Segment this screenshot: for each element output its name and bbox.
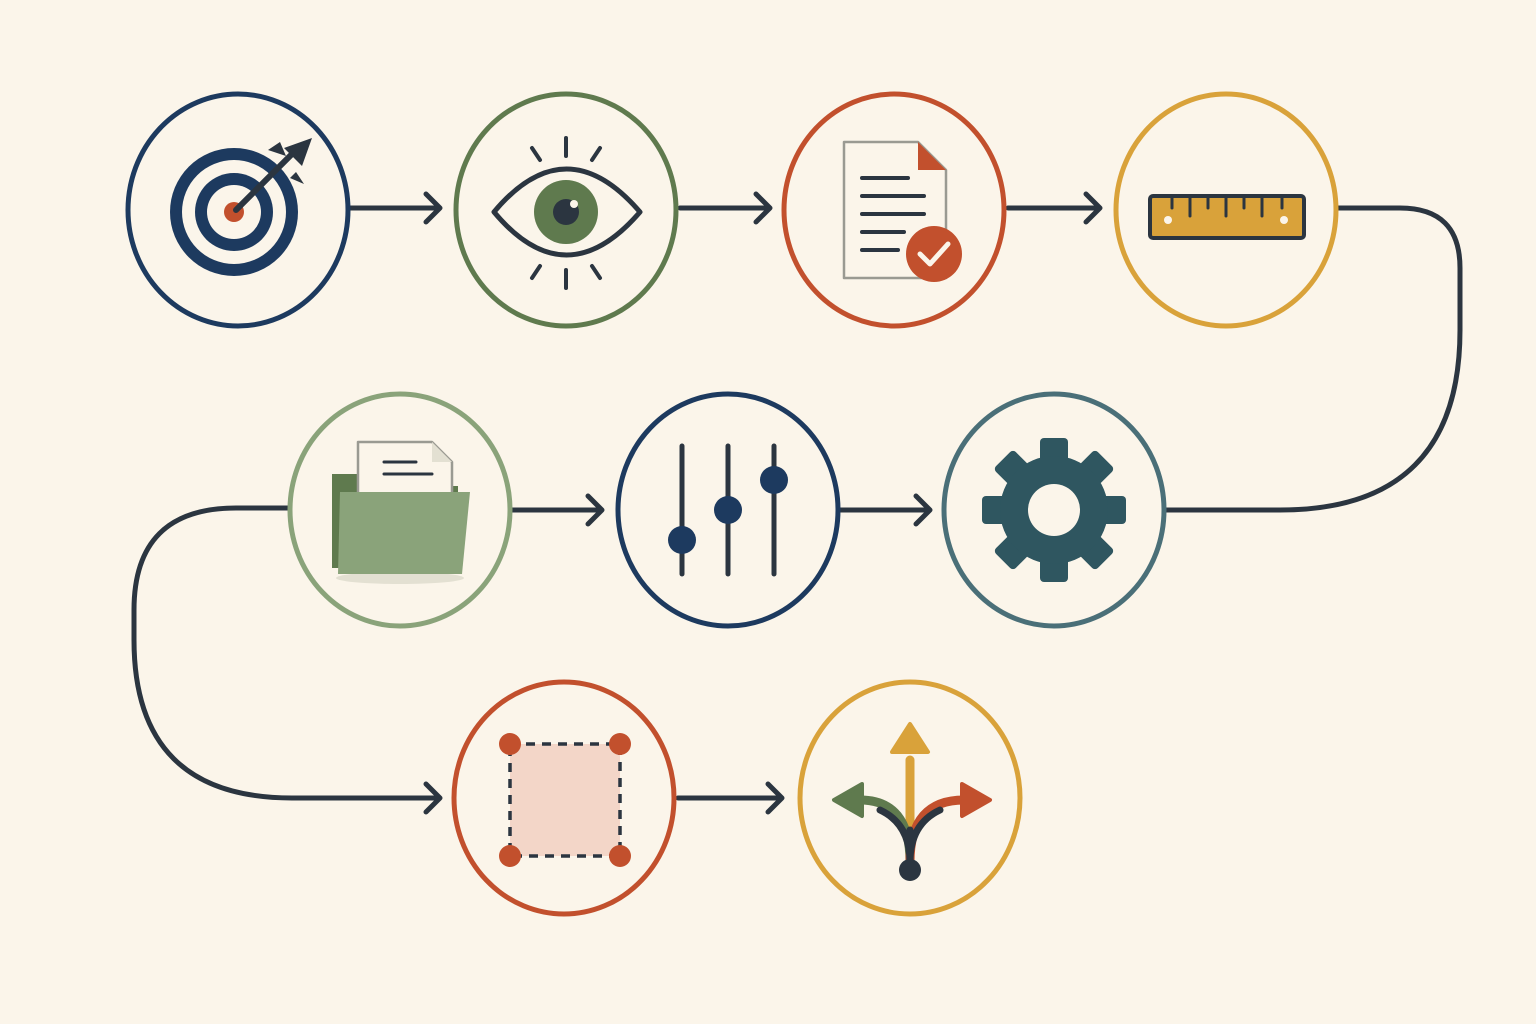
- document-check-icon: [842, 140, 962, 282]
- step-branch: [797, 679, 1023, 917]
- step-folder: [287, 391, 513, 629]
- connector-target-to-eye: [345, 191, 443, 225]
- connector-document-to-ruler: [1005, 191, 1103, 225]
- sliders-icon: [668, 443, 788, 577]
- connector-bounding-box-to-branch: [675, 781, 785, 815]
- step-bounding-box: [451, 679, 677, 917]
- bounding-box-icon: [499, 733, 631, 867]
- target-arrow-icon: [170, 138, 312, 276]
- step-target: [125, 91, 351, 329]
- connector-folder-to-sliders: [507, 493, 605, 527]
- connector-sliders-to-gear: [837, 493, 933, 527]
- eye-icon: [491, 136, 643, 290]
- connector-folder-to-bounding-box: [131, 505, 443, 815]
- step-document: [781, 91, 1007, 329]
- step-gear: [941, 391, 1167, 629]
- connector-ruler-to-gear: [1163, 205, 1463, 513]
- gear-icon: [982, 438, 1126, 582]
- connector-eye-to-document: [677, 191, 773, 225]
- step-ruler: [1113, 91, 1339, 329]
- step-eye: [453, 91, 679, 329]
- ruler-icon: [1148, 194, 1306, 240]
- step-sliders: [615, 391, 841, 629]
- branching-arrows-icon: [832, 722, 992, 881]
- folder-icon: [332, 440, 470, 584]
